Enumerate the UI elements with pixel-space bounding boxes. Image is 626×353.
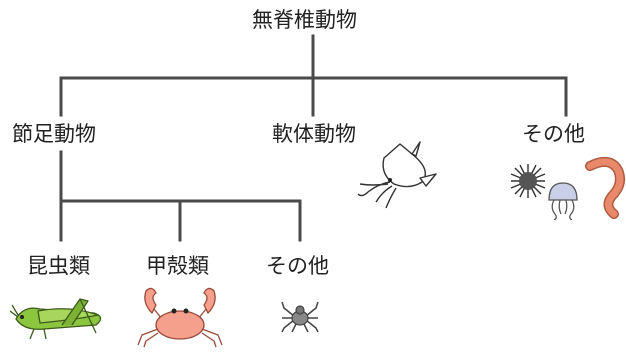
squid-icon — [357, 141, 437, 209]
other-invertebrates-label: その他 — [522, 122, 585, 146]
spider-icon — [281, 301, 319, 333]
crab-icon — [137, 287, 223, 348]
earthworm-icon — [585, 156, 625, 219]
crustaceans-label: 甲殻類 — [146, 254, 209, 278]
other-arthropods-label: その他 — [266, 254, 329, 278]
arthropods-label: 節足動物 — [12, 122, 96, 146]
insects-label: 昆虫類 — [27, 254, 90, 278]
root-label: 無脊椎動物 — [252, 8, 357, 32]
molluscs-label: 軟体動物 — [272, 122, 356, 146]
sea-urchin-icon — [510, 164, 546, 198]
grasshopper-icon — [10, 298, 102, 340]
jellyfish-icon — [548, 182, 578, 220]
